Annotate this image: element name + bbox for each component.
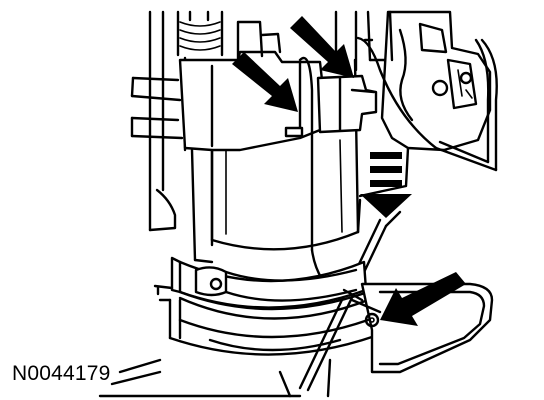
lower-housing xyxy=(153,284,377,356)
arrow-middle-icon xyxy=(284,126,304,138)
control-tube xyxy=(298,36,498,302)
arrow-lower-right-icon xyxy=(380,272,466,326)
left-rod xyxy=(130,10,184,232)
arrow-direction-down-icon xyxy=(360,152,412,218)
right-module xyxy=(358,10,492,198)
arrow-upper-right-icon xyxy=(290,16,354,78)
electrical-connector xyxy=(316,74,378,134)
figure-id-label: N0044179 xyxy=(12,362,111,385)
bottom-edge xyxy=(98,358,332,398)
arrow-upper-left-icon xyxy=(232,52,298,112)
upper-spring xyxy=(176,10,224,57)
